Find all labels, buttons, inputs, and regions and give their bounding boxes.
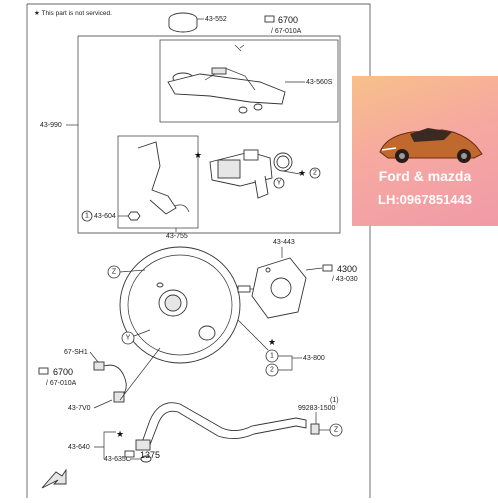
ref-arrow-4300: 4300 — [322, 264, 357, 274]
svg-text:Z: Z — [334, 427, 339, 434]
bracket-box — [117, 135, 199, 229]
clip — [140, 455, 152, 463]
part-43-640: 43-640 — [68, 444, 90, 451]
part-43-552: 43-552 — [205, 16, 227, 23]
part-43-604: 43-604 — [94, 213, 116, 220]
sports-car-icon — [379, 128, 483, 163]
grommets — [238, 103, 263, 114]
part-43-755: 43-755 — [166, 233, 188, 240]
reservoir — [167, 44, 286, 105]
svg-text:★: ★ — [298, 168, 306, 178]
part-99283-1500: 99283-1500 — [298, 405, 335, 412]
promo-brand: Ford & mazda — [378, 168, 472, 184]
svg-text:2: 2 — [270, 367, 274, 374]
check-valve — [310, 423, 320, 435]
ref-4300: 4300 — [337, 264, 357, 274]
svg-text:Z: Z — [112, 269, 117, 276]
not-serviced-star: ★ — [194, 150, 202, 160]
not-serviced-note: ★ This part is not serviced. — [34, 10, 112, 17]
svg-text:★: ★ — [268, 337, 276, 347]
o-ring — [273, 152, 293, 172]
callout-1-top — [81, 210, 93, 222]
ref-6700-top: 6700 — [278, 15, 298, 25]
svg-text:1: 1 — [85, 213, 89, 220]
page-frame — [27, 3, 371, 498]
part-99283-paren: (1) — [330, 397, 339, 404]
nut-icon — [127, 211, 141, 221]
vacuum-hose — [135, 402, 307, 451]
brake-booster — [119, 246, 258, 364]
svg-text:★: ★ — [116, 429, 124, 439]
ref-67-010a-top: / 67-010A — [271, 28, 302, 35]
part-43-800: 43-800 — [303, 355, 325, 362]
part-43-443: 43-443 — [273, 239, 295, 246]
ref-arrow-6700-top: 6700 — [264, 15, 298, 25]
part-67-sh1: 67-SH1 — [64, 349, 88, 356]
level-sensor-harness — [137, 141, 190, 215]
reservoir-box — [159, 39, 339, 123]
callout-y-top — [273, 177, 285, 189]
ref-arrow-1375: 1375 — [124, 450, 160, 460]
ref-1375: 1375 — [140, 450, 160, 460]
master-cylinder — [209, 149, 273, 199]
svg-text:2: 2 — [313, 170, 317, 177]
front-arrow-icon — [41, 468, 67, 489]
ref-arrow-6700-bottom: 6700 — [38, 367, 73, 377]
ref-43-030: / 43-030 — [332, 276, 358, 283]
part-43-635c: 43-635C — [104, 456, 131, 463]
svg-text:Y: Y — [126, 335, 131, 342]
part-43-990: 43-990 — [40, 122, 62, 129]
svg-text:Y: Y — [277, 180, 282, 187]
promo-phone: LH:0967851443 — [378, 192, 472, 207]
callout-y-booster — [121, 331, 135, 345]
gasket — [251, 257, 307, 319]
ref-67-010a-bottom: / 67-010A — [46, 380, 77, 387]
assembly-box — [77, 35, 341, 234]
reservoir-cap — [168, 12, 198, 33]
vacuum-sensor-harness — [93, 361, 127, 403]
callout-2-top — [309, 167, 321, 179]
svg-text:1: 1 — [270, 353, 274, 360]
ref-6700-bottom: 6700 — [53, 367, 73, 377]
promo-banner: Ford & mazda LH:0967851443 — [352, 76, 498, 226]
part-43-7v0: 43-7V0 — [68, 405, 91, 412]
part-43-560s: 43-560S — [306, 79, 333, 86]
